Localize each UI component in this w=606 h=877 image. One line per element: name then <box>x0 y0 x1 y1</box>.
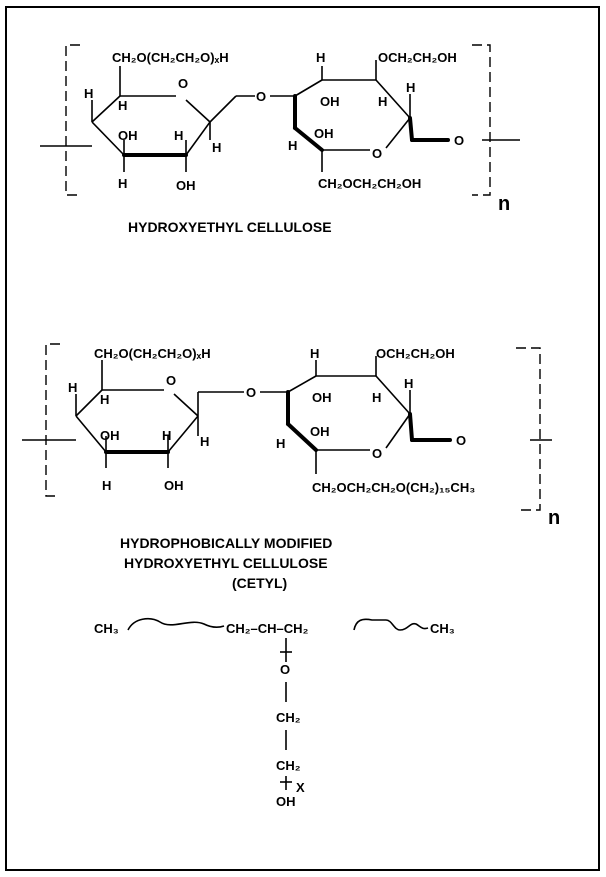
hmhec-ring2-h-top: H <box>310 346 319 361</box>
hmhec-ring1-h-left: H <box>68 380 77 395</box>
hmhec-ring1-oxygen: O <box>166 373 176 388</box>
hmhec-bridge-oxygen: O <box>246 385 256 400</box>
hec-end-oxygen: O <box>454 133 464 148</box>
hmhec-ring2-h-mid: H <box>372 390 381 405</box>
hmhec-caption-line1: HYDROPHOBICALLY MODIFIED <box>120 535 332 551</box>
cetyl-right-wavy-chain <box>353 618 429 631</box>
hec-ring1-h-bottom: H <box>118 176 127 191</box>
hec-caption: HYDROXYETHYL CELLULOSE <box>128 219 332 235</box>
cetyl-side-chain: CH₃ CH₂–CH–CH₂ CH₃ O CH₂ CH₂ X OH <box>94 617 455 809</box>
cetyl-left-ch3: CH₃ <box>94 621 119 636</box>
hmhec-ring2-oxygen: O <box>372 446 382 461</box>
hec-ring2-h-mid: H <box>378 94 387 109</box>
hec-ring2-h-top: H <box>316 50 325 65</box>
hec-ring1-h-left: H <box>84 86 93 101</box>
cetyl-left-wavy-chain <box>127 617 225 631</box>
hec-glucose-ring-2 <box>293 60 450 172</box>
hmhec-ring1-h-top: H <box>100 392 109 407</box>
hec-ring2-oh-top: OH <box>320 94 340 109</box>
cetyl-repeat-x: X <box>296 780 305 795</box>
hec-structure: CH₂O(CH₂CH₂O)ₓH O H H OH H H H OH O H OC… <box>40 44 520 235</box>
hec-repeat-n: n <box>498 193 510 215</box>
hec-ring2-oh-low: OH <box>314 126 334 141</box>
hec-right-bracket <box>472 44 491 196</box>
hec-ring1-oh-mid: OH <box>118 128 138 143</box>
cetyl-ch2-lower: CH₂ <box>276 758 301 773</box>
hec-ring2-top-substituent: OCH₂CH₂OH <box>378 50 457 65</box>
hec-ring1-h-top: H <box>118 98 127 113</box>
cetyl-right-ch3: CH₃ <box>430 621 455 636</box>
hmhec-right-bracket <box>516 347 541 511</box>
hec-ring1-h-right: H <box>212 140 221 155</box>
hec-ring1-h-mid: H <box>174 128 183 143</box>
hec-ring2-h-left: H <box>288 138 297 153</box>
hmhec-caption-line2: HYDROXYETHYL CELLULOSE <box>124 555 328 571</box>
hmhec-ring2-oh-low: OH <box>310 424 330 439</box>
hmhec-ring1-oh-mid: OH <box>100 428 120 443</box>
hec-left-bracket <box>65 44 80 196</box>
hec-ring2-h-right: H <box>406 80 415 95</box>
hmhec-ring2-h-right: H <box>404 376 413 391</box>
hmhec-glucose-ring-2 <box>286 356 452 474</box>
hmhec-glucose-ring-1 <box>75 360 199 468</box>
hmhec-left-bracket <box>45 343 60 497</box>
cetyl-hydroxyl: OH <box>276 794 296 809</box>
hec-ring1-oh-bottom: OH <box>176 178 196 193</box>
hmhec-ring2-h-left: H <box>276 436 285 451</box>
hmhec-ring1-h-mid: H <box>162 428 171 443</box>
hec-ring2-bottom-substituent: CH₂OCH₂CH₂OH <box>318 176 421 191</box>
hec-ring1-top-substituent: CH₂O(CH₂CH₂O)ₓH <box>112 50 229 65</box>
cetyl-ch2-upper: CH₂ <box>276 710 301 725</box>
hmhec-structure: CH₂O(CH₂CH₂O)ₓH O H H OH H H H OH O H OC… <box>22 343 560 591</box>
hmhec-ring2-top-substituent: OCH₂CH₂OH <box>376 346 455 361</box>
hec-glucose-ring-1 <box>91 66 237 172</box>
hmhec-caption-line3: (CETYL) <box>232 575 287 591</box>
cetyl-oxygen: O <box>280 662 290 677</box>
hec-ring2-oxygen: O <box>372 146 382 161</box>
figure-frame <box>5 6 600 871</box>
hmhec-repeat-n: n <box>548 507 560 529</box>
hec-bridge-oxygen: O <box>256 89 266 104</box>
hmhec-ring2-oh-top: OH <box>312 390 332 405</box>
hmhec-end-oxygen: O <box>456 433 466 448</box>
hmhec-ring1-h-right: H <box>200 434 209 449</box>
hmhec-ring1-h-bottom: H <box>102 478 111 493</box>
hmhec-ring2-bottom-substituent: CH₂OCH₂CH₂O(CH₂)₁₅CH₃ <box>312 480 475 495</box>
hec-ring1-oxygen: O <box>178 76 188 91</box>
hmhec-ring1-top-substituent: CH₂O(CH₂CH₂O)ₓH <box>94 346 211 361</box>
cetyl-chain-center: CH₂–CH–CH₂ <box>226 621 309 636</box>
hmhec-ring1-oh-bottom: OH <box>164 478 184 493</box>
